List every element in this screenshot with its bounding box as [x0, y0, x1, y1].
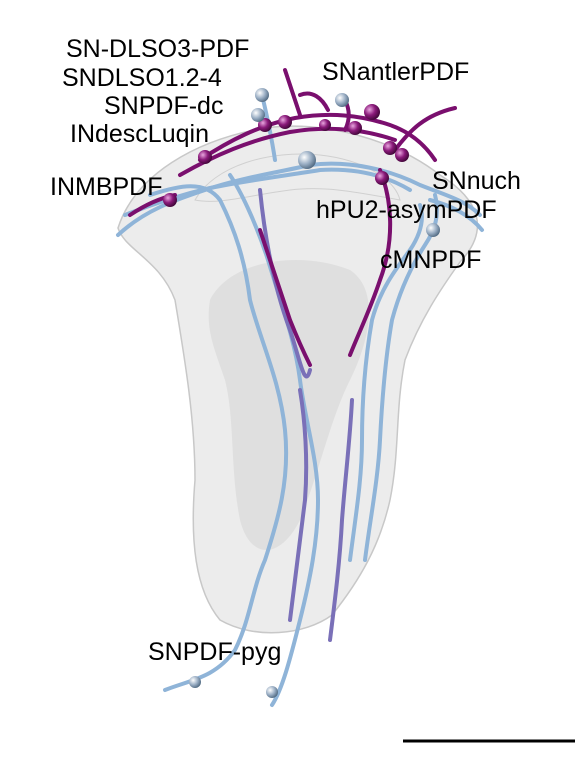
label-snpdf-dc: SNPDF-dc [104, 92, 223, 120]
soma-light-3 [335, 93, 349, 107]
neuron-mid-right [328, 398, 354, 642]
soma-light-7 [266, 686, 278, 698]
label-sndlso1-2-4: SNDLSO1.2-4 [62, 64, 222, 92]
soma-dark-9 [375, 171, 389, 185]
label-indescluqin: INdescLuqin [70, 120, 209, 148]
soma-light-6 [189, 676, 201, 688]
soma-dark-10 [319, 119, 331, 131]
soma-light-4 [298, 151, 316, 169]
soma-dark-8 [163, 193, 177, 207]
neuron-dark-arc [393, 106, 457, 152]
neuron-dark-crown-2 [178, 126, 397, 177]
label-snantlerpdf: SNantlerPDF [322, 58, 469, 86]
soma-dark-1 [258, 118, 272, 132]
label-cmnpdf: cMNPDF [380, 246, 481, 274]
soma-dark-5 [383, 141, 397, 155]
neuron-mid-center [288, 388, 309, 622]
label-snnuch: SNnuch [432, 167, 521, 195]
neuron-right-branch [428, 198, 484, 232]
neuron-labels: SN-DLSO3-PDF SNDLSO1.2-4 SNPDF-dc INdesc… [50, 35, 521, 666]
mid-neurons [258, 188, 354, 642]
soma-dark-7 [198, 150, 212, 164]
soma-dark-3 [364, 104, 380, 120]
neuron-pyg-left [148, 184, 289, 692]
label-hpu2-asympdf: hPU2-asymPDF [316, 196, 497, 224]
soma-dark-2 [278, 115, 292, 129]
label-inmbpdf: INMBPDF [50, 173, 163, 201]
neuron-cmn-right [363, 193, 439, 562]
soma-dark-6 [395, 148, 409, 162]
neuron-cmn-left [348, 203, 424, 562]
soma-light-5 [426, 223, 440, 237]
soma-light-2 [251, 108, 265, 122]
body-inner-shade [208, 260, 369, 550]
neuron-mid-left [258, 188, 312, 379]
neuron-dark-right [348, 168, 393, 357]
label-snpdf-pyg: SNPDF-pyg [148, 638, 281, 666]
soma-light-1 [255, 88, 269, 102]
label-sn-dlso3-pdf: SN-DLSO3-PDF [66, 35, 249, 63]
neuron-dark-crown [198, 112, 437, 162]
soma-dark-4 [348, 121, 362, 135]
somata [163, 88, 440, 698]
